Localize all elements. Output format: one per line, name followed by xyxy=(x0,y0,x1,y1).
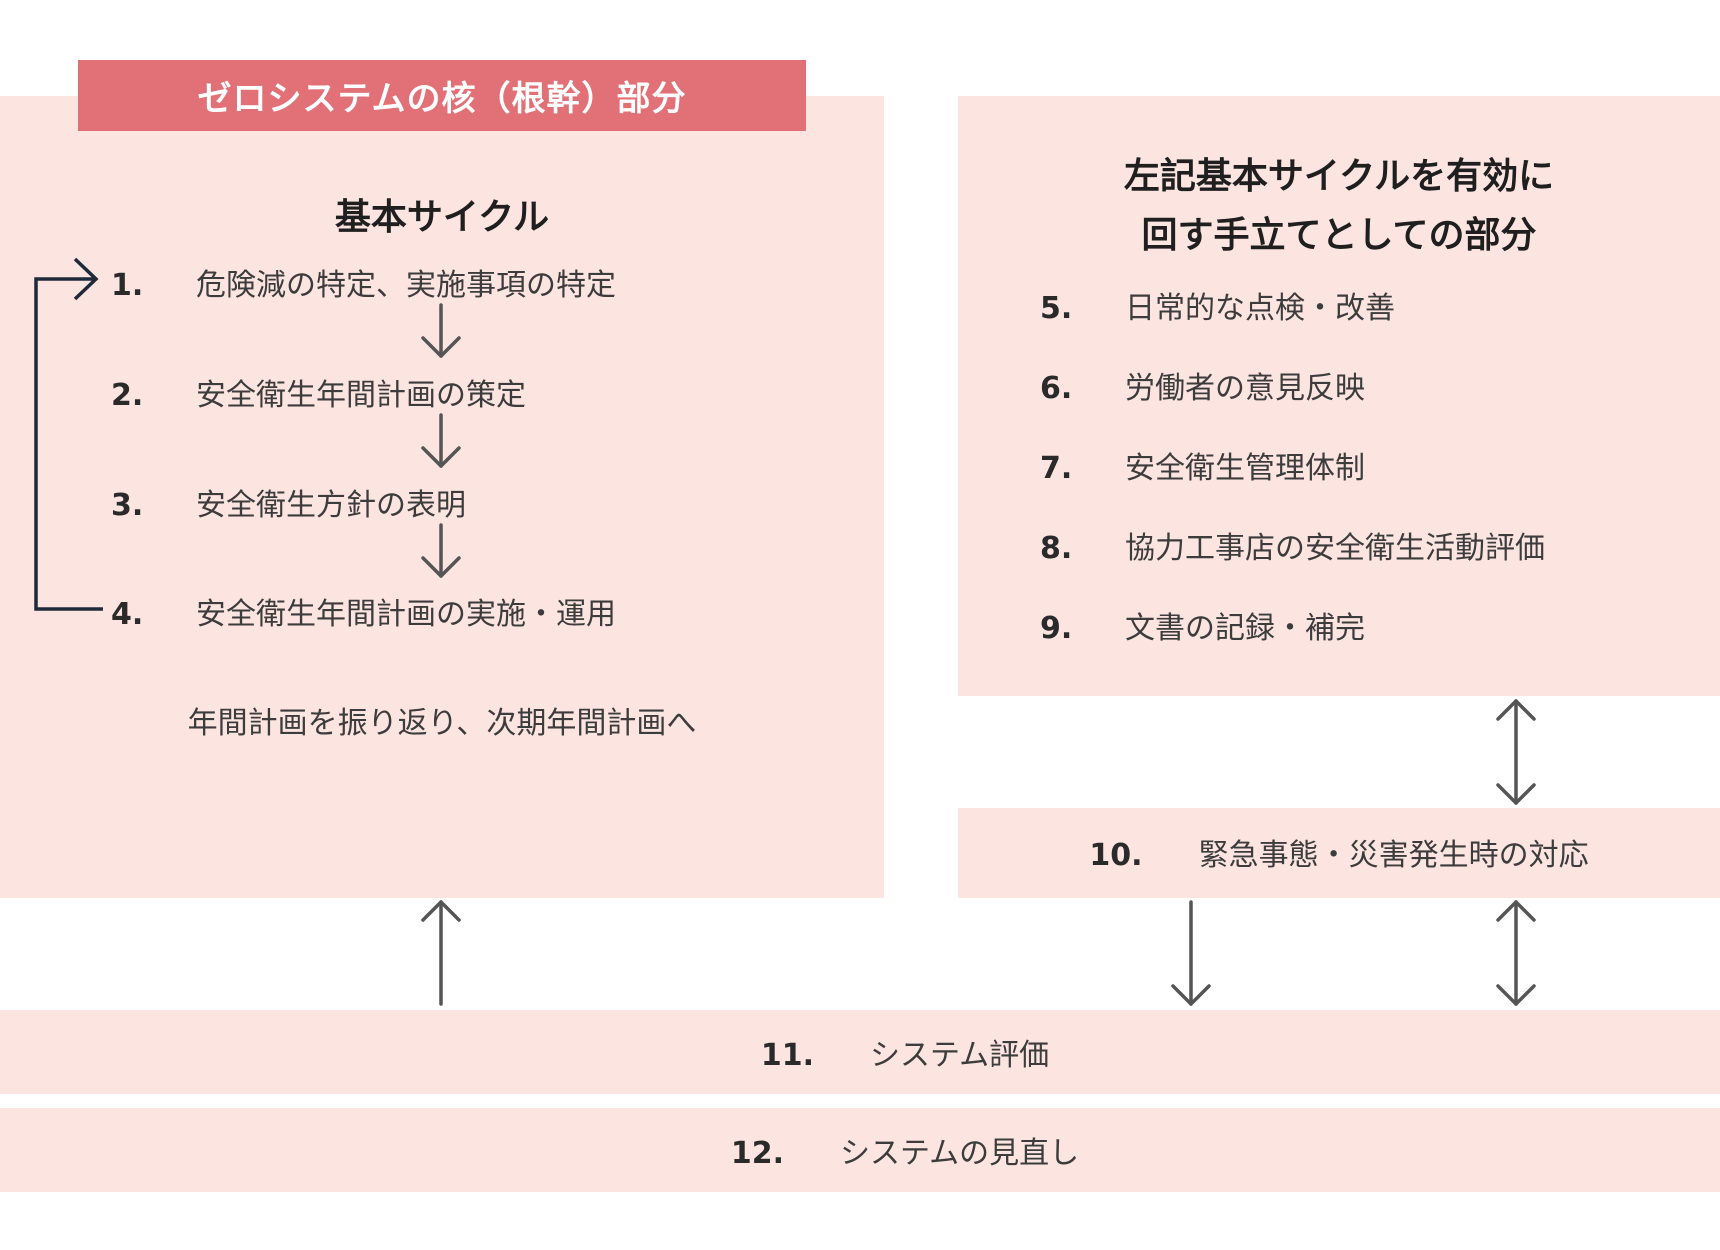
support-item: 5. 日常的な点検・改善 xyxy=(1040,283,1395,327)
support-item: 6. 労働者の意見反映 xyxy=(1040,363,1365,407)
down-arrow-1-2 xyxy=(421,303,461,358)
item-number: 12. xyxy=(730,1136,785,1171)
item-number: 3. xyxy=(111,488,144,523)
item-label: システム評価 xyxy=(870,1038,1050,1073)
item-number: 8. xyxy=(1040,531,1073,566)
item-label: 安全衛生方針の表明 xyxy=(196,488,466,523)
review-content: 12. システムの見直し xyxy=(0,1128,1720,1172)
basic-cycle-panel xyxy=(0,96,884,898)
item-number: 1. xyxy=(111,268,144,303)
item-label: 安全衛生管理体制 xyxy=(1125,451,1365,486)
item-label: 労働者の意見反映 xyxy=(1125,371,1365,406)
item-label: 安全衛生年間計画の策定 xyxy=(196,378,526,413)
cycle-item: 2. 安全衛生年間計画の策定 xyxy=(111,370,526,414)
cycle-item: 1. 危険減の特定、実施事項の特定 xyxy=(111,260,616,304)
core-label: ゼロシステムの核（根幹）部分 xyxy=(78,60,806,131)
evaluation-content: 11. システム評価 xyxy=(0,1030,1720,1074)
item-number: 7. xyxy=(1040,451,1073,486)
down-arrow-3-4 xyxy=(421,523,461,578)
item-label: 危険減の特定、実施事項の特定 xyxy=(196,268,616,303)
cycle-item: 3. 安全衛生方針の表明 xyxy=(111,480,466,524)
up-arrow-evaluation-to-cycle xyxy=(421,900,461,1006)
item-label: 緊急事態・災害発生時の対応 xyxy=(1198,838,1589,873)
item-label: システムの見直し xyxy=(840,1136,1080,1171)
support-title-line1: 左記基本サイクルを有効に xyxy=(1123,156,1555,197)
item-label: 安全衛生年間計画の実施・運用 xyxy=(196,597,616,632)
item-label: 日常的な点検・改善 xyxy=(1125,291,1395,326)
item-number: 5. xyxy=(1040,291,1073,326)
support-item: 8. 協力工事店の安全衛生活動評価 xyxy=(1040,523,1545,567)
item-number: 10. xyxy=(1089,838,1143,873)
double-arrow-support-emergency xyxy=(1496,699,1536,805)
review-bar xyxy=(0,1108,1720,1192)
evaluation-bar xyxy=(0,1010,1720,1094)
loop-arrow xyxy=(34,257,103,611)
emergency-bar xyxy=(958,808,1720,898)
support-title-line2: 回す手立てとしての部分 xyxy=(1141,215,1537,256)
emergency-content: 10. 緊急事態・災害発生時の対応 xyxy=(958,830,1720,874)
item-number: 6. xyxy=(1040,371,1073,406)
double-arrow-emergency-evaluation xyxy=(1496,900,1536,1006)
item-number: 11. xyxy=(760,1038,815,1073)
item-number: 4. xyxy=(111,597,144,632)
support-panel xyxy=(958,96,1720,696)
cycle-item: 4. 安全衛生年間計画の実施・運用 xyxy=(111,589,616,633)
item-number: 9. xyxy=(1040,611,1073,646)
support-item: 9. 文書の記録・補完 xyxy=(1040,603,1365,647)
down-arrow-2-3 xyxy=(421,413,461,468)
cycle-note: 年間計画を振り返り、次期年間計画へ xyxy=(187,706,697,741)
support-item: 7. 安全衛生管理体制 xyxy=(1040,443,1365,487)
item-number: 2. xyxy=(111,378,144,413)
item-label: 協力工事店の安全衛生活動評価 xyxy=(1125,531,1545,566)
down-arrow-emergency-to-evaluation xyxy=(1171,900,1211,1006)
basic-cycle-title: 基本サイクル xyxy=(334,197,550,238)
item-label: 文書の記録・補完 xyxy=(1125,611,1365,646)
